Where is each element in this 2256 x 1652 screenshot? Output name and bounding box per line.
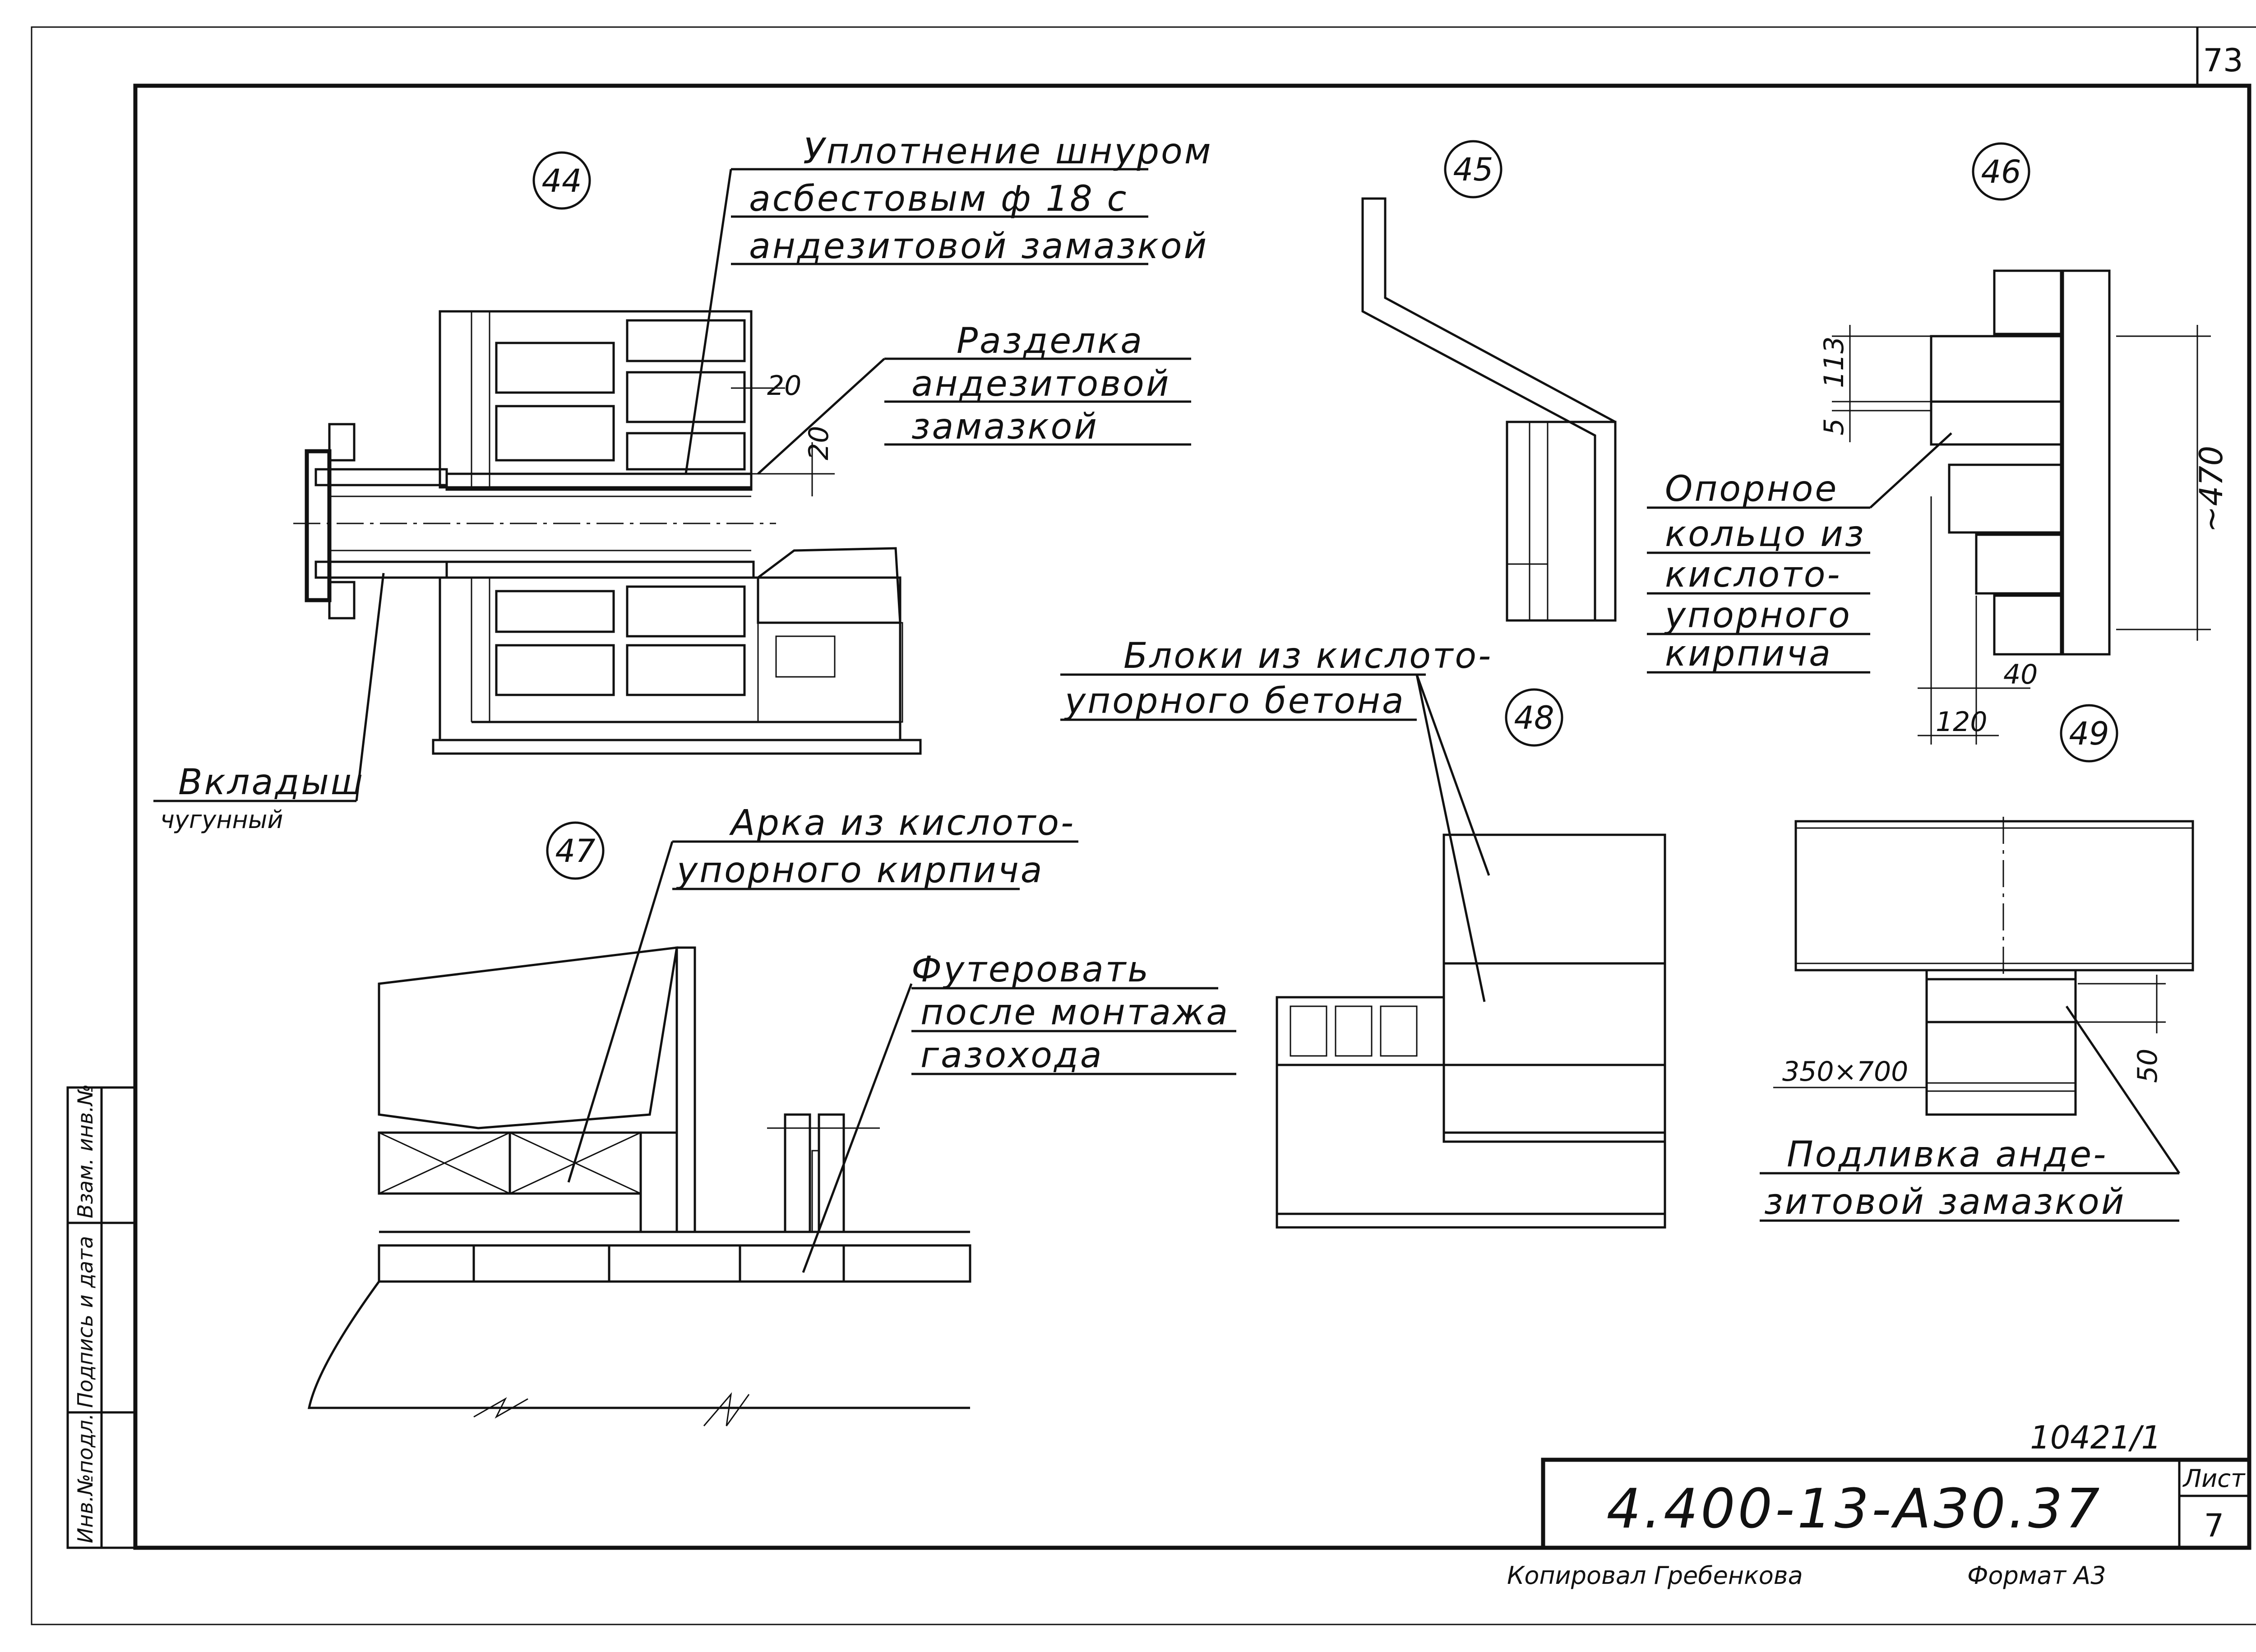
- joint-label-line-3: замазкой: [911, 407, 1099, 447]
- lining-label-line-3: газохода: [920, 1035, 1104, 1076]
- page-number: 73: [2203, 42, 2243, 79]
- insert-label-line-2: чугунный: [160, 805, 283, 834]
- joint-leader: [757, 357, 1191, 475]
- detail-44-number: 44: [541, 162, 582, 199]
- support-ring-label-1: Опорное: [1665, 469, 1838, 509]
- stamp-inv-no: Инв.№подл.: [73, 1413, 97, 1543]
- arch-label-line-1: Арка из кислото-: [729, 803, 1075, 843]
- seal-label-line-2: асбестовым ф 18 с: [749, 179, 1128, 219]
- arch-leader: [567, 840, 1078, 1183]
- detail-46-dim-b: 5: [1818, 418, 1850, 435]
- detail-47-number: 47: [555, 833, 595, 870]
- lining-leader: [802, 983, 1236, 1273]
- blocks-label-line-1: Блоки из кислото-: [1123, 636, 1493, 676]
- grout-leader: [1760, 1005, 2181, 1222]
- grout-label-line-1: Подливка анде-: [1787, 1134, 2108, 1175]
- drawing-code: 4.400-13-АЗ0.37: [1606, 1478, 2102, 1541]
- detail-46-number: 46: [1981, 153, 2021, 190]
- detail-44-dim-a: 20: [767, 370, 801, 402]
- detail-44-drawing: [293, 310, 922, 755]
- detail-49-number: 49: [2069, 715, 2109, 752]
- insert-leader: [153, 573, 385, 802]
- stamp-signature-date: Подпись и дата: [73, 1236, 97, 1408]
- sheet-value: 7: [2204, 1507, 2224, 1544]
- support-ring-label-5: кирпича: [1665, 634, 1832, 674]
- detail-49-dim-a: 350×700: [1782, 1056, 1908, 1087]
- joint-label-line-2: андезитовой: [911, 364, 1170, 404]
- detail-46-dim-c: ~470: [2193, 446, 2230, 532]
- side-stamp: [66, 1086, 137, 1549]
- support-ring-label-3: кислото-: [1665, 555, 1842, 595]
- seal-label-line-3: андезитовой замазкой: [749, 226, 1208, 267]
- stamp-replaces-inv: Взам. инв.№: [73, 1084, 97, 1218]
- sheet-frame: [31, 26, 2256, 1625]
- detail-47-drawing: [307, 946, 971, 1426]
- arch-label-line-2: упорного кирпича: [676, 850, 1044, 891]
- support-ring-leader: [1647, 432, 1952, 674]
- detail-45-number: 45: [1453, 151, 1493, 188]
- copied-by: Копировал Гребенкова: [1507, 1561, 1803, 1590]
- lining-label-line-1: Футеровать: [911, 949, 1150, 990]
- detail-46-drawing: [1832, 269, 2211, 745]
- joint-label-line-1: Разделка: [957, 321, 1144, 361]
- detail-46-dim-e: 120: [1936, 706, 1988, 738]
- detail-48-number: 48: [1514, 699, 1554, 736]
- seal-leader: [684, 168, 1148, 474]
- lining-label-line-2: после монтажа: [920, 992, 1230, 1033]
- support-ring-label-2: кольцо из: [1665, 514, 1865, 555]
- detail-46-dim-d: 40: [2003, 659, 2038, 690]
- sheet-label: Лист: [2182, 1464, 2246, 1493]
- seal-label-line-1: Уплотнение шнуром: [803, 131, 1213, 172]
- blocks-leader: [1060, 673, 1490, 1002]
- detail-markers: [532, 140, 2118, 880]
- detail-44-dim-b: 20: [803, 426, 835, 460]
- insert-label-line-1: Вкладыш: [178, 762, 365, 803]
- detail-49-dim-b: 50: [2132, 1049, 2164, 1083]
- support-ring-label-4: упорного: [1664, 595, 1852, 636]
- detail-49-drawing: [1773, 817, 2194, 1116]
- detail-46-dim-a: 113: [1818, 336, 1850, 388]
- detail-45-drawing: [1361, 197, 1617, 622]
- sheet-format: Формат А3: [1967, 1561, 2106, 1590]
- grout-label-line-2: зитовой замазкой: [1764, 1182, 2126, 1222]
- blocks-label-line-2: упорного бетона: [1064, 681, 1405, 722]
- inventory-number: 10421/1: [2030, 1419, 2161, 1456]
- detail-48-drawing: [1276, 833, 1666, 1229]
- title-block: [1541, 1458, 2251, 1550]
